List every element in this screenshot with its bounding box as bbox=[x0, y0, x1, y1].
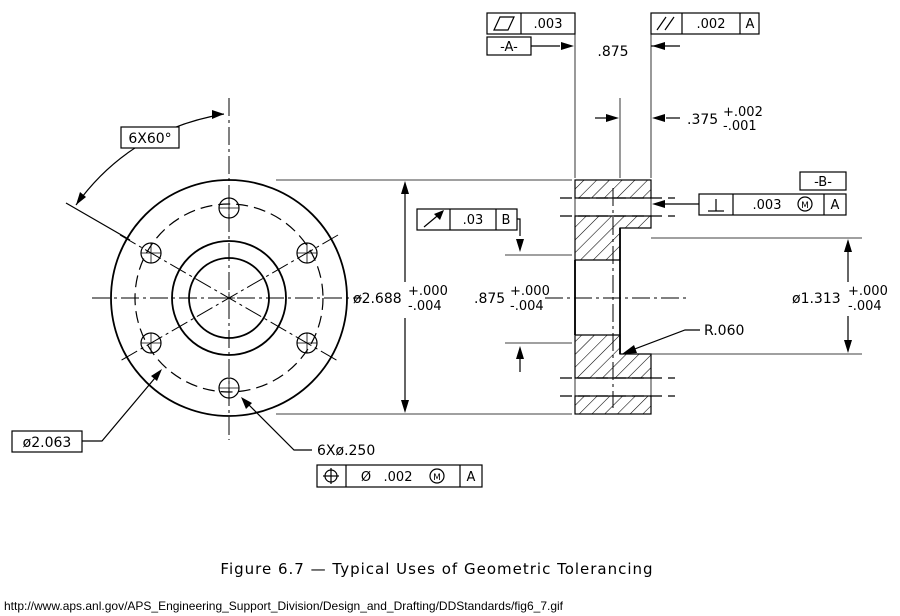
dim-375-base: .375 bbox=[687, 112, 718, 128]
dia-875-base: .875 bbox=[474, 291, 505, 307]
position-tolerance-value: .002 bbox=[384, 470, 413, 485]
runout-value: .03 bbox=[463, 213, 484, 228]
mmc-modifier-icon bbox=[797, 196, 813, 212]
dia-2688-lower: -.004 bbox=[408, 299, 442, 314]
outer-flange-circle bbox=[110, 179, 348, 417]
section-view bbox=[545, 18, 690, 415]
radius-leader bbox=[631, 329, 700, 351]
bolt-holes bbox=[119, 197, 339, 399]
dia-875-lower: -.004 bbox=[510, 299, 544, 314]
datum-a-label: -A- bbox=[500, 40, 518, 55]
parallelism-symbol-icon bbox=[656, 16, 667, 31]
runout-datum: B bbox=[502, 213, 511, 228]
position-modifier: M bbox=[433, 473, 441, 483]
dia-2688-upper: +.000 bbox=[408, 284, 448, 299]
perpendicularity-value: .003 bbox=[753, 198, 782, 213]
dia-1313-base: ø1.313 bbox=[792, 291, 841, 307]
bore-circle bbox=[188, 257, 270, 339]
flatness-symbol-icon bbox=[493, 16, 515, 31]
dim-375-upper: +.002 bbox=[723, 105, 763, 120]
angle-callout-box bbox=[120, 126, 180, 149]
runout-fcf: .03 B bbox=[416, 208, 518, 231]
parallelism-fcf: .002 A bbox=[650, 12, 760, 35]
datum-b-box bbox=[799, 171, 847, 191]
parallelism-value: .002 bbox=[697, 17, 726, 32]
dia-2688-base: ø2.688 bbox=[353, 291, 402, 307]
figure-caption: Figure 6.7 — Typical Uses of Geometric T… bbox=[220, 560, 653, 578]
radius-label: R.060 bbox=[704, 323, 744, 339]
mmc-modifier-icon bbox=[429, 468, 445, 484]
parallelism-datum: A bbox=[746, 17, 755, 32]
holes-leader bbox=[243, 399, 312, 451]
dia-1313-lower: -.004 bbox=[848, 299, 882, 314]
holes-label: 6Xø.250 bbox=[317, 443, 375, 459]
bolt-circle-label: ø2.063 bbox=[23, 435, 72, 451]
hub-circle bbox=[171, 240, 287, 356]
position-datum: A bbox=[467, 470, 476, 485]
dim-375-lower: -.001 bbox=[723, 119, 757, 134]
angle-callout: 6X60° bbox=[128, 131, 171, 147]
position-diameter-symbol: Ø bbox=[361, 470, 371, 485]
dia-1313-upper: +.000 bbox=[848, 284, 888, 299]
flatness-value: .003 bbox=[534, 17, 563, 32]
bolt-circle-leader bbox=[82, 371, 161, 442]
flatness-fcf: .003 -A- bbox=[486, 12, 576, 56]
dia-875-upper: +.000 bbox=[510, 284, 550, 299]
perpendicularity-modifier: M bbox=[801, 201, 809, 211]
perpendicularity-fcf: -B- .003 M A bbox=[698, 171, 847, 216]
perpendicularity-datum: A bbox=[831, 198, 840, 213]
angle-extension-line bbox=[65, 202, 131, 241]
source-url: http://www.aps.anl.gov/APS_Engineering_S… bbox=[4, 599, 564, 613]
datum-b-label: -B- bbox=[814, 175, 832, 190]
front-view: 6X60° ø2.063 6Xø.250 Ø .002 M A bbox=[11, 98, 483, 488]
position-fcf: Ø .002 M A bbox=[316, 464, 483, 488]
dim-875-top: .875 bbox=[597, 44, 628, 60]
